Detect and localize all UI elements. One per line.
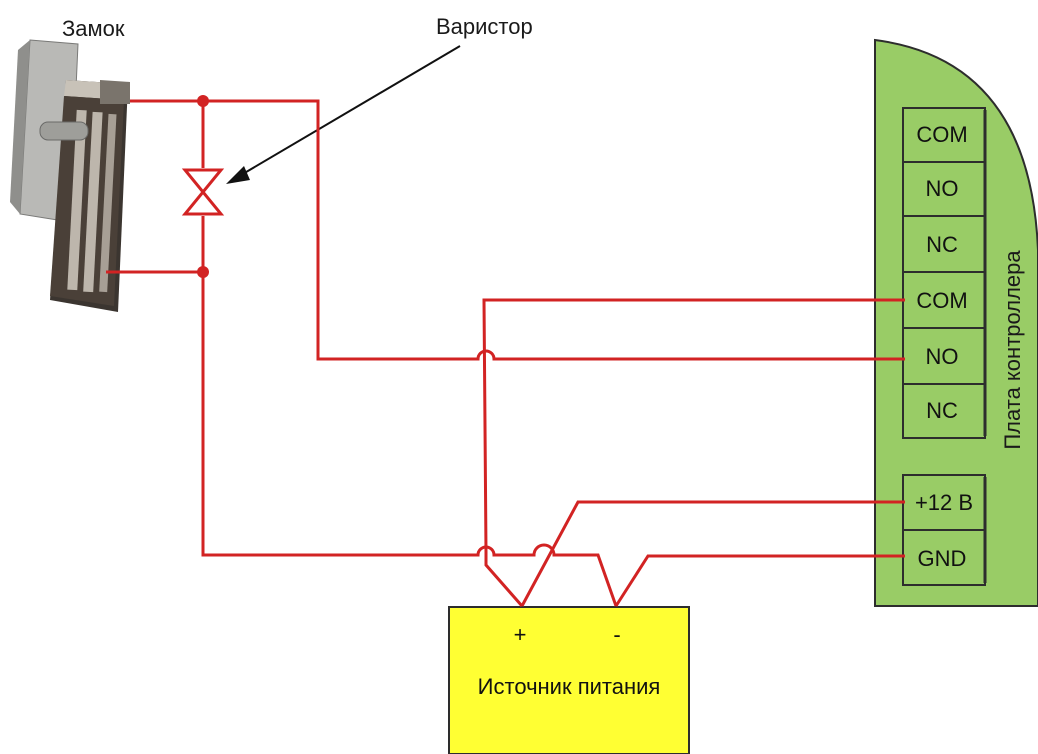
terminal-plus-12v: +12 В <box>915 490 973 515</box>
terminal-block-power: +12 В GND <box>902 474 987 586</box>
terminal-nc-1: NC <box>926 232 958 257</box>
varistor-arrow <box>235 45 461 179</box>
terminal-gnd: GND <box>918 546 967 571</box>
varistor-symbol <box>181 168 225 216</box>
psu-plus-label: + <box>514 622 527 647</box>
terminal-com-2: COM <box>916 288 967 313</box>
terminal-no-1: NO <box>926 176 959 201</box>
terminal-com-1: COM <box>916 122 967 147</box>
wires <box>106 99 905 607</box>
psu-label: Источник питания <box>478 674 661 699</box>
varistor-arrowhead <box>226 166 250 184</box>
varistor-label: Варистор <box>436 14 533 39</box>
junction-node-top <box>197 95 209 107</box>
terminal-nc-2: NC <box>926 398 958 423</box>
terminal-block-relay1: COM NO NC COM NO NC <box>902 107 987 439</box>
terminal-no-2: NO <box>926 344 959 369</box>
magnetic-lock-image <box>10 39 130 312</box>
controller-board-label: Плата контроллера <box>1000 250 1025 450</box>
junction-node-bottom <box>197 266 209 278</box>
lock-label: Замок <box>62 16 125 41</box>
power-supply <box>448 606 690 754</box>
psu-minus-label: - <box>613 622 620 647</box>
